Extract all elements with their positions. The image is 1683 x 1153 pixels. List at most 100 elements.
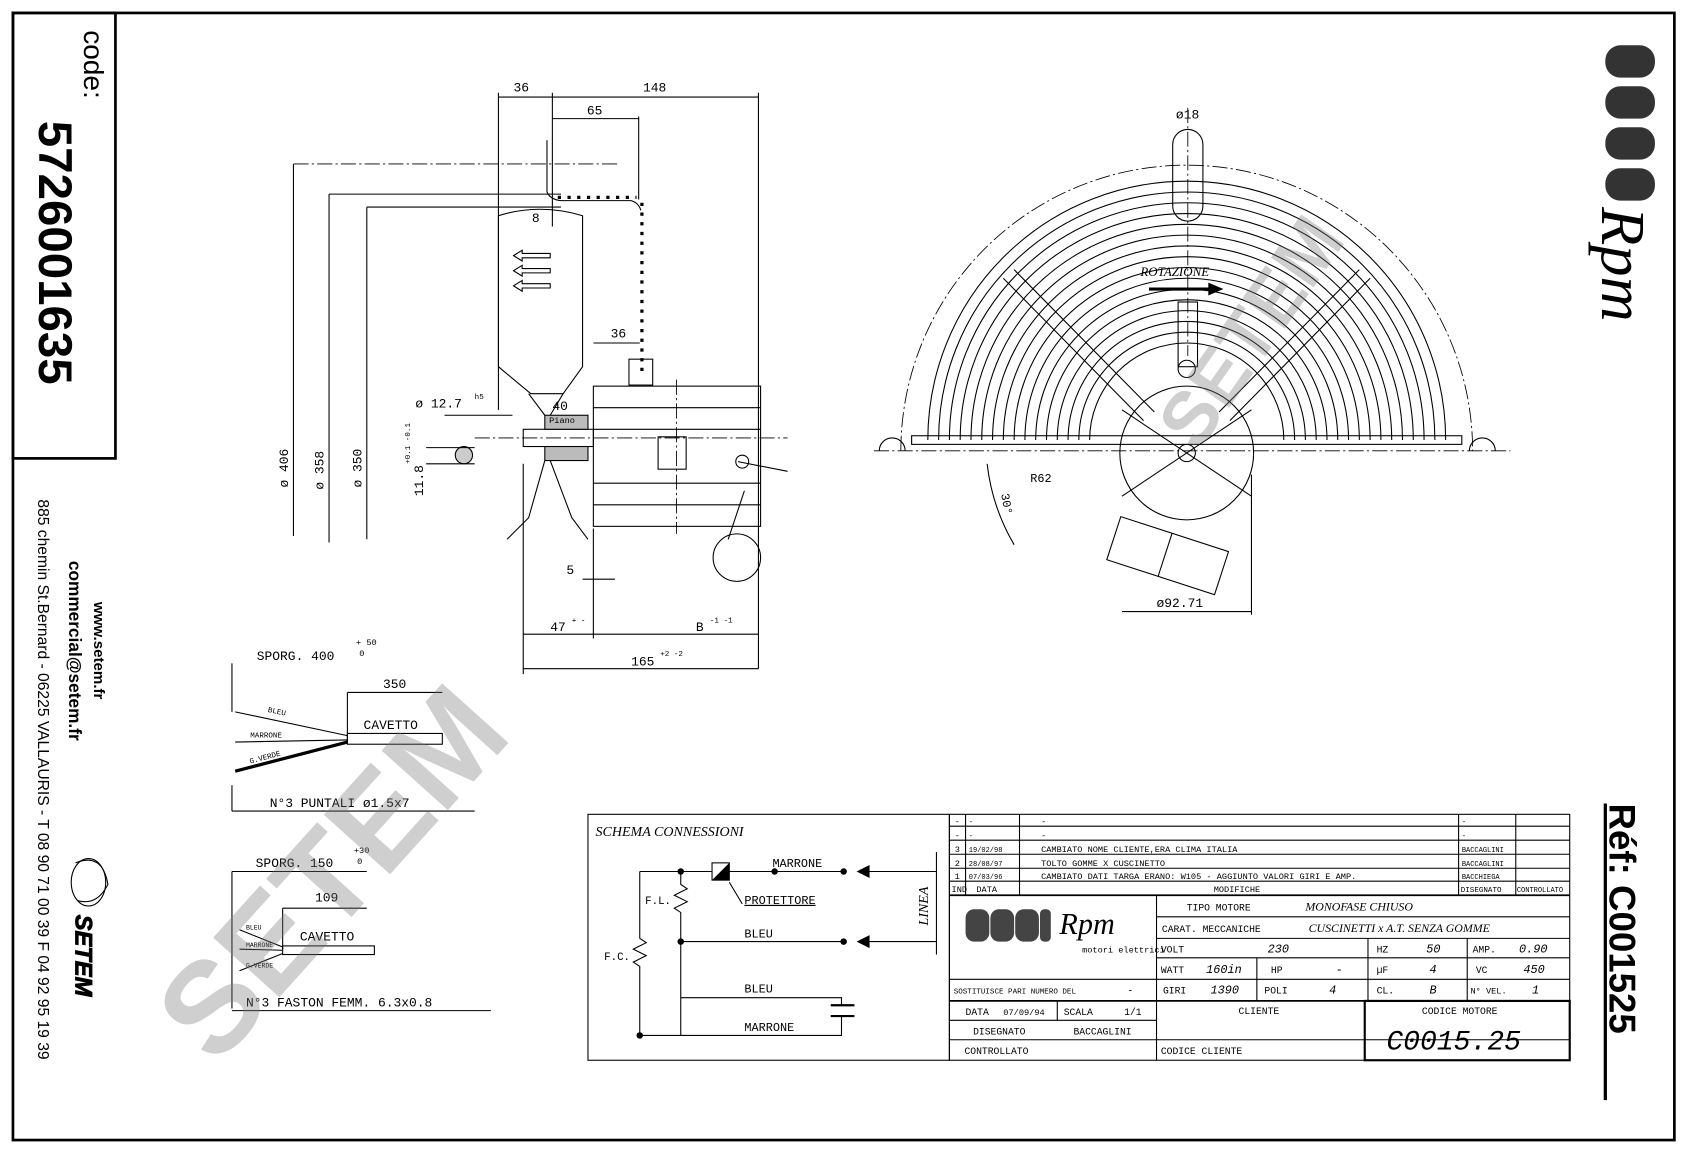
title-rpm-logo: Rpm motori elettrici (965, 907, 1165, 955)
revision-desc: CAMBIATO DATI TARGA ERANO: W105 - AGGIUN… (1041, 872, 1356, 882)
code-box (11, 11, 117, 460)
codice-motore-label: CODICE MOTORE (1422, 1006, 1498, 1017)
giri-value: 1390 (1210, 983, 1238, 997)
wire-2-marrone: MARRONE (246, 942, 273, 949)
wire-2-bleu: BLEU (246, 925, 262, 932)
scala-value: 1/1 (1124, 1007, 1142, 1018)
sostituisce-label: SOSTITUISCE PARI NUMERO DEL (954, 988, 1077, 996)
guard-ring (1056, 310, 1317, 441)
fc-label: F.C. (604, 952, 630, 964)
dim-r62: R62 (1030, 472, 1051, 486)
cavetto-2: CAVETTO (300, 930, 355, 945)
dim-12-7: ø 12.7 (415, 397, 462, 412)
guard-ring (1024, 277, 1350, 441)
carat-value: CUSCINETTI x A.T. SENZA GOMME (1309, 921, 1491, 935)
wire-1-marrone: MARRONE (250, 733, 282, 741)
protettore-label: PROTETTORE (744, 894, 815, 908)
nvel-value: 1 (1532, 983, 1539, 997)
bleu-low-label: BLEU (744, 982, 772, 996)
fan-blade-tip (546, 140, 642, 211)
guard-ring (1078, 331, 1296, 441)
tipo-value: MONOFASE CHIUSO (1304, 899, 1413, 913)
title-logo-text: Rpm (1058, 907, 1114, 941)
cl-label: CL. (1377, 985, 1394, 996)
hp-label: HP (1271, 965, 1283, 976)
sporg-2-tol-minus: 0 (357, 857, 362, 867)
guard-ring (991, 245, 1382, 441)
revision-ind: 2 (955, 859, 960, 869)
sostituisce-value: - (1127, 985, 1133, 996)
header-modifiche: MODIFICHE (1214, 885, 1261, 895)
guard-ring (981, 234, 1393, 441)
schema-title: SCHEMA CONNESSIONI (596, 825, 745, 840)
motor-front (1119, 385, 1255, 521)
dim-40: 40 (552, 399, 568, 414)
rpm-logo: Rpm (1588, 45, 1658, 322)
revision-desc: - (1041, 831, 1046, 841)
guard-ring (1045, 299, 1328, 441)
left-panel: code: 5726001635 www.setem.fr commercial… (11, 11, 117, 1060)
hp-value: - (1336, 963, 1343, 977)
disegnato-label: DISEGNATO (973, 1026, 1026, 1037)
tol-47: + - (572, 617, 586, 625)
guard-ring (959, 213, 1414, 441)
dim-18: ø18 (1176, 108, 1199, 123)
right-panel: Rpm Réf: C001525 (1588, 45, 1658, 1101)
amp-value: 0.90 (1519, 942, 1547, 956)
revision-desc: - (1041, 817, 1046, 827)
setem-logo-icon (70, 858, 107, 907)
dim-47: 47 (550, 620, 566, 635)
sporg-2: SPORG. 150 (256, 856, 334, 871)
tol-12-7: h5 (475, 394, 485, 402)
poli-label: POLI (1264, 985, 1287, 996)
dim-36-top: 36 (514, 81, 530, 96)
header-data: DATA (976, 885, 998, 895)
controllato-label: CONTROLLATO (964, 1046, 1028, 1057)
dim-350: ø 350 (350, 449, 365, 488)
revision-ind: - (955, 817, 960, 827)
website: www.setem.fr (90, 601, 107, 700)
sporg-1: SPORG. 400 (257, 649, 335, 664)
guard-ring (948, 202, 1425, 441)
volt-value: 230 (1268, 942, 1289, 956)
title-logo-sub: motori elettrici (1082, 945, 1165, 955)
dim-358: ø 358 (313, 451, 328, 490)
guard-ring (1067, 320, 1306, 441)
dim-92-71: ø92.71 (1157, 596, 1204, 611)
revision-desc: CAMBIATO NOME CLIENTE,ERA CLIMA ITALIA (1041, 845, 1238, 855)
piano-label: Piano (549, 416, 575, 426)
watt-label: WATT (1161, 965, 1184, 976)
poli-value: 4 (1329, 983, 1336, 997)
fl-label: F.L. (645, 896, 671, 908)
guard-ring (1089, 342, 1285, 441)
dim-406: ø 406 (277, 449, 292, 488)
sporg-1-tol-minus: 0 (359, 649, 364, 659)
setem-logo: SETEM (69, 858, 109, 998)
dim-165: 165 (631, 654, 654, 669)
dim-angle: 30° (997, 492, 1014, 515)
marrone-bottom-label: MARRONE (744, 1021, 794, 1035)
dim-11-8: 11.8 (412, 465, 427, 496)
hz-label: HZ (1377, 944, 1389, 955)
drawing-frame (11, 11, 1676, 1142)
uf-value: 4 (1429, 963, 1436, 977)
setem-watermark-2: SETEM (1142, 201, 1360, 462)
amp-label: AMP. (1473, 944, 1496, 955)
watt-value: 160in (1206, 963, 1242, 977)
cl-value: B (1429, 983, 1436, 997)
sporg-2-tol-plus: +30 (354, 846, 370, 856)
volt-label: VOLT (1161, 944, 1184, 955)
code-value: 5726001635 (28, 121, 81, 385)
wire-1-bleu: BLEU (267, 707, 286, 719)
email: commercial@setem.fr (65, 561, 85, 741)
revision-data: - (969, 833, 973, 841)
disegnato-value: BACCAGLINI (1073, 1026, 1131, 1037)
cable-1-length: 350 (383, 677, 406, 692)
nvel-label: N° VEL. (1470, 986, 1506, 996)
marrone-top-label: MARRONE (772, 857, 822, 871)
giri-label: GIRI (1163, 985, 1186, 996)
side-view: 36 148 65 ø 406 ø 358 ø 350 8 36 (277, 81, 788, 675)
guard-ring (1013, 266, 1360, 441)
